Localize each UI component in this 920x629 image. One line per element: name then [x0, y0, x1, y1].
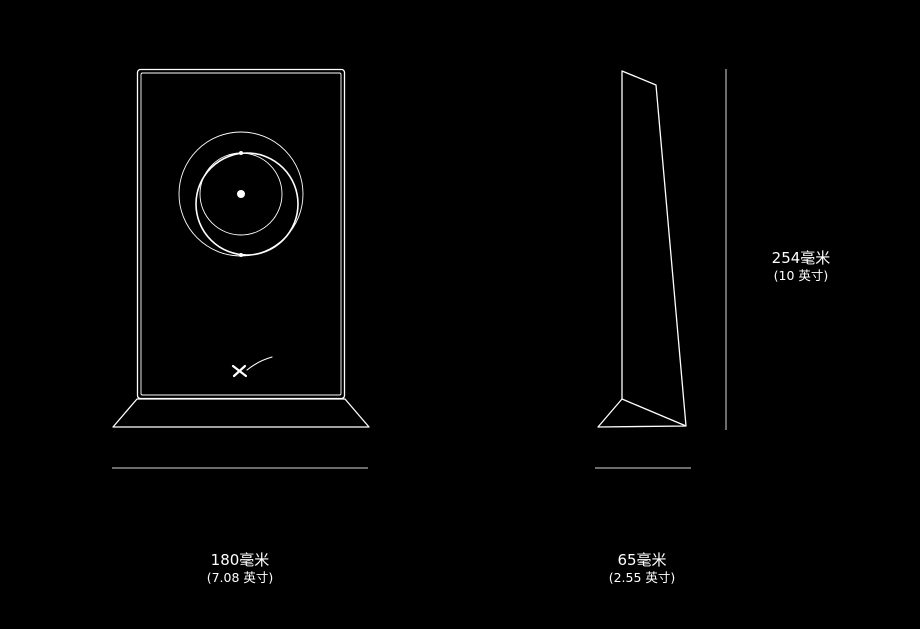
depth-imperial: (2.55 英寸): [608, 569, 676, 585]
width-imperial: (7.08 英寸): [206, 569, 274, 585]
router-front-base: [112, 398, 370, 428]
ring-middle-circle: [195, 152, 299, 256]
height-dimension-label: 254毫米 (10 英寸): [742, 249, 860, 283]
width-value: 180毫米: [210, 551, 270, 569]
depth-value: 65毫米: [617, 551, 667, 569]
router-side-view: [597, 70, 687, 428]
router-side-base-edge: [621, 398, 687, 427]
ring-bottom-dot: [239, 253, 243, 257]
router-front-panel: [136, 68, 346, 400]
router-front-inner-panel: [140, 72, 342, 396]
width-dimension-label: 180毫米 (7.08 英寸): [170, 551, 310, 585]
x-logo-icon: [231, 356, 273, 378]
ring-top-dot: [239, 151, 243, 155]
height-value: 254毫米: [771, 249, 831, 267]
ring-graphic: [178, 131, 304, 257]
router-side-body: [597, 70, 687, 428]
height-imperial: (10 英寸): [773, 267, 829, 283]
router-front-view: [112, 68, 370, 428]
ring-center-dot: [237, 190, 245, 198]
depth-dimension-label: 65毫米 (2.55 英寸): [572, 551, 712, 585]
